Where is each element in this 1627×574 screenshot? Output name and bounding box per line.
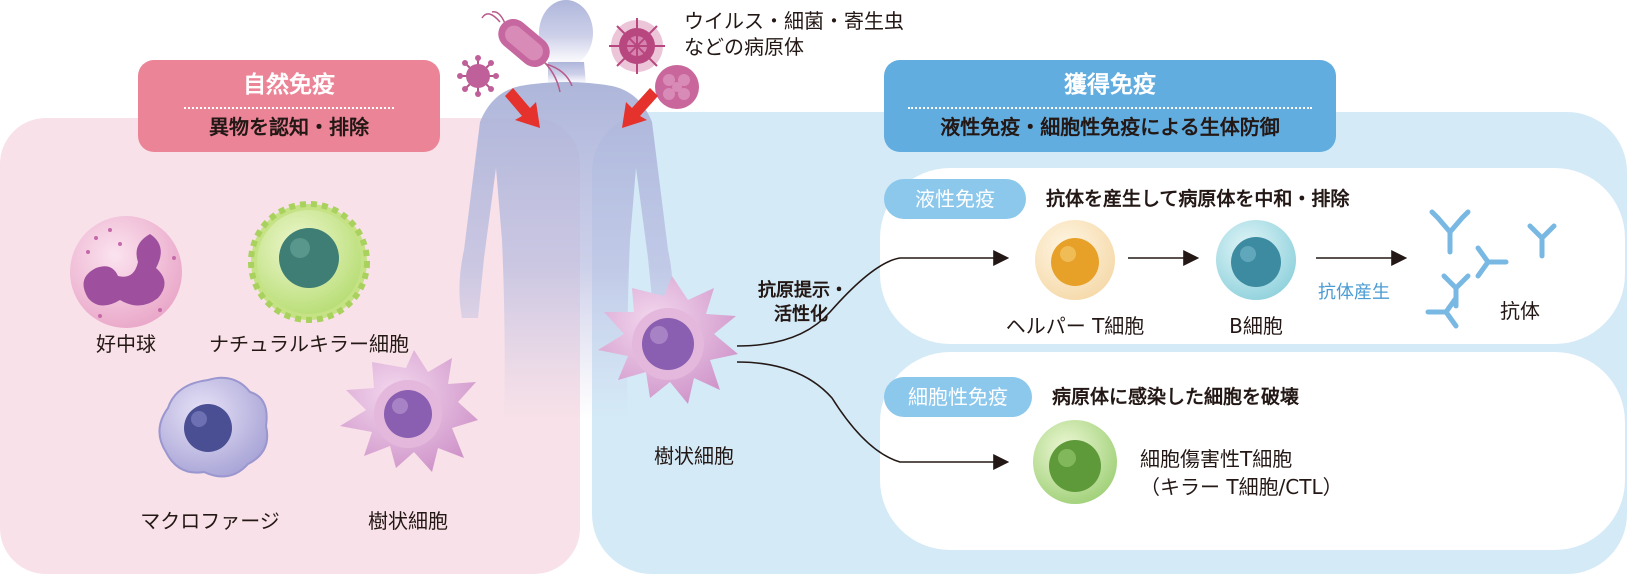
humoral-immunity-badge: 液性免疫 [884,179,1026,219]
ctl-label-line2: （キラー T細胞/CTL） [1140,475,1343,499]
pathogen-label-line2: などの病原体 [684,35,804,59]
cellular-immunity-description: 病原体に感染した細胞を破壊 [1052,386,1300,408]
neutrophil-label: 好中球 [96,332,156,356]
activation-arrows [736,250,1408,470]
ctl-cell-icon [1033,420,1117,504]
acquired-immunity-header: 獲得免疫 液性免疫・細胞性免疫による生体防御 [884,60,1336,152]
antibody-label: 抗体 [1500,299,1540,323]
neutrophil-cell-icon [70,216,182,328]
dendritic-cell-icon [598,276,738,404]
virus-icon [655,65,699,109]
nk-cell-label: ナチュラルキラー細胞 [209,332,409,356]
red-arrow-icon [505,88,658,128]
macrophage-label: マクロファージ [140,509,280,533]
antibody-icon [1425,209,1557,329]
dendritic-cell-label: 樹状細胞 [368,509,448,533]
helper-t-cell-icon [1035,220,1115,300]
acquired-immunity-subtitle: 液性免疫・細胞性免疫による生体防御 [940,115,1280,139]
helper-t-cell-label: ヘルパー T細胞 [1005,314,1145,338]
antibody-production-label: 抗体産生 [1318,282,1390,303]
virus-icon [609,18,665,74]
human-silhouette-icon [459,0,673,420]
virus-icon [457,55,499,97]
pathogen-label-line1: ウイルス・細菌・寄生虫 [684,9,904,33]
antigen-presentation-label-line1: 抗原提示・ [758,280,848,301]
innate-immunity-title: 自然免疫 [243,72,335,98]
innate-immunity-header: 自然免疫 異物を認知・排除 [138,60,440,152]
bacterium-icon [481,11,573,93]
humoral-immunity-description: 抗体を産生して病原体を中和・排除 [1046,188,1350,210]
innate-immunity-subtitle: 異物を認知・排除 [209,115,369,139]
antigen-presentation-label-line2: 活性化 [774,304,828,325]
header-divider [908,107,1312,109]
nk-cell-icon [248,201,370,323]
acquired-immunity-title: 獲得免疫 [1064,72,1156,98]
cellular-immunity-badge: 細胞性免疫 [884,377,1032,417]
header-divider [184,107,394,109]
acquired-dendritic-cell-label: 樹状細胞 [654,444,734,468]
b-cell-icon [1216,220,1296,300]
dendritic-cell-icon [340,350,478,472]
ctl-label-line1: 細胞傷害性T細胞 [1140,447,1293,471]
b-cell-label: B細胞 [1229,314,1283,338]
macrophage-cell-icon [158,376,269,478]
